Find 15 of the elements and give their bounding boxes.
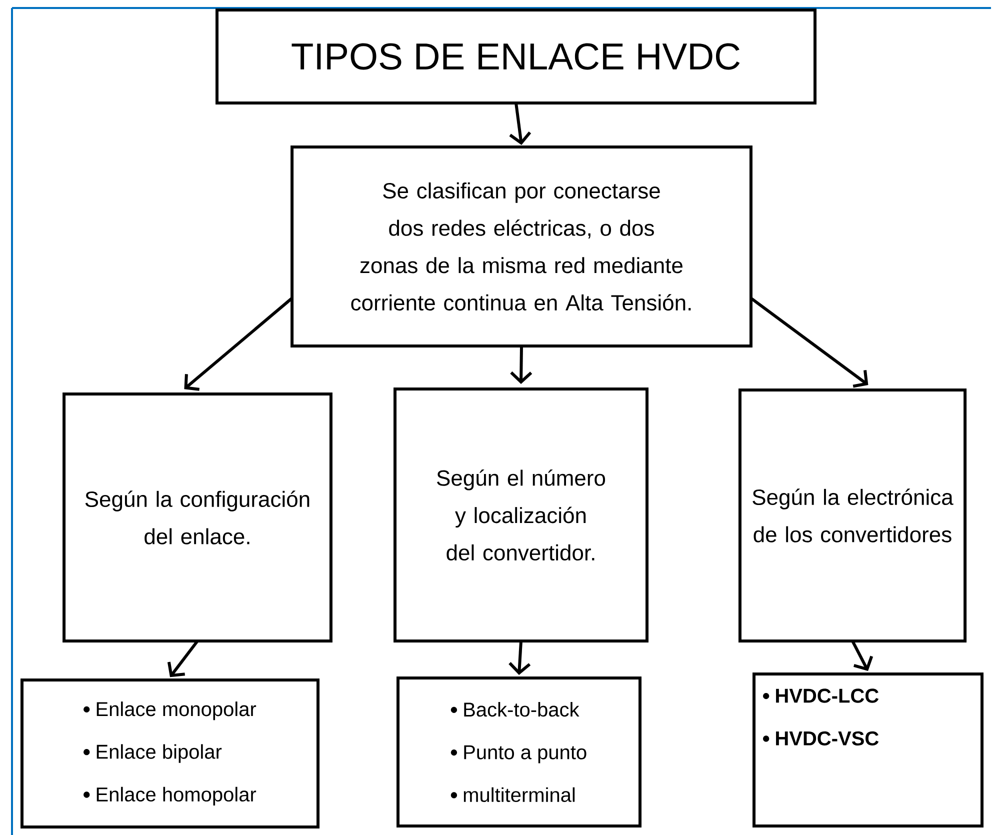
arrow [508, 640, 531, 675]
arrow [851, 640, 874, 672]
category-box: Según la configuración del enlace. [62, 392, 332, 642]
arrow [167, 640, 199, 678]
list-box: HVDC-LCC HVDC-VSC [752, 672, 984, 828]
category-box: Según la electrónica de los convertidores [738, 388, 967, 642]
title-box: TIPOS DE ENLACE HVDC [216, 8, 816, 105]
category-box: Según el número y localización del convertidor. [394, 388, 648, 642]
arrow [510, 346, 532, 384]
list-box: Back-to-back Punto a punto multiterminal [396, 676, 642, 828]
arrow [750, 297, 868, 388]
category-box: Se clasifican por conectarse dos redes eléctricas, o dos zonas de la misma red mediante corriente continua en Alta Tensión. [290, 146, 752, 348]
arrow [184, 297, 293, 391]
arrow [509, 102, 532, 145]
list-box: Enlace monopolar Enlace bipolar Enlace homopolar [20, 678, 320, 828]
